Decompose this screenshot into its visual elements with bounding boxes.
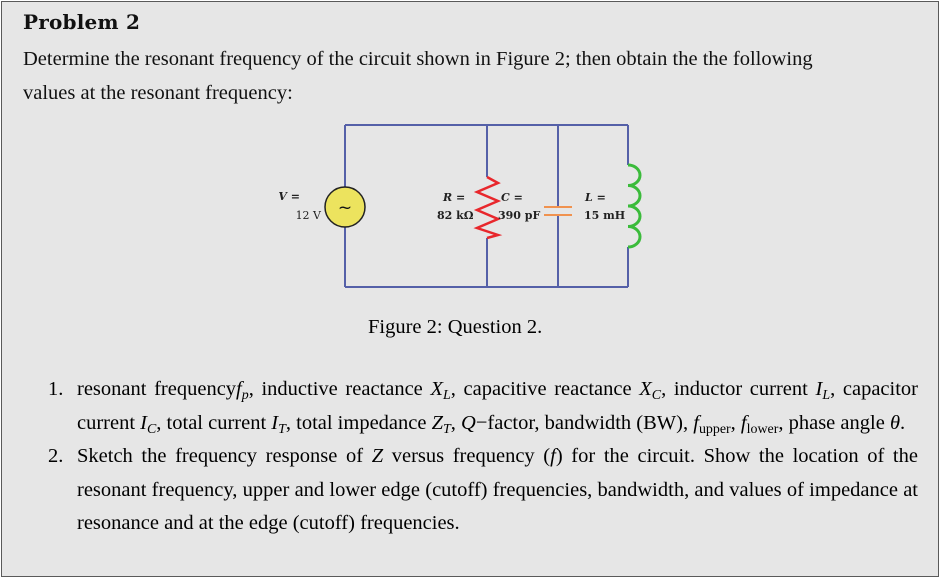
item-text: , inductor current [661, 378, 816, 400]
item-text: , capacitive reactance [450, 378, 640, 400]
item-text: resonant frequency [77, 378, 237, 400]
item-text: −factor, bandwidth (BW), [475, 411, 694, 434]
math-fupper: fupper [693, 411, 731, 437]
ac-source-icon [324, 186, 366, 228]
figure-caption: Figure 2: Question 2. [368, 316, 543, 338]
item-number: 1. [48, 378, 64, 400]
problem-intro: Determine the resonant frequency of the … [23, 42, 923, 110]
inductor-label-var: L = [584, 191, 606, 204]
math-z: Z [371, 445, 384, 467]
math-fp: fp [236, 378, 249, 404]
inductor-value: 15 mH [584, 209, 625, 222]
list-item: 1. resonant frequencyfp, inductive react… [48, 373, 918, 440]
source-label-var: V = [278, 190, 300, 203]
math-q: Q [461, 411, 476, 434]
item-text: , phase angle [778, 411, 890, 434]
item-text: . [900, 411, 906, 434]
item-number: 2. [48, 445, 64, 467]
math-ic: IC [140, 411, 157, 437]
item-text: , total current [156, 411, 272, 434]
ac-source-glyph: ~ [338, 198, 352, 218]
resistor-value: 82 kΩ [437, 209, 474, 222]
problem-title: Problem 2 [23, 10, 141, 34]
math-zt: ZT [431, 411, 451, 437]
intro-line-2: values at the resonant frequency: [23, 82, 293, 104]
item-text: , capacitor current [77, 378, 918, 434]
inductor-icon [627, 163, 642, 249]
math-theta: θ [889, 411, 901, 434]
math-it: IT [271, 411, 286, 437]
item-text: versus frequency ( [383, 445, 551, 467]
item-text: Sketch the frequency response of [77, 445, 372, 467]
math-il: IL [815, 378, 831, 404]
math-f: f [550, 445, 556, 467]
list-item: 2. Sketch the frequency response of Z ve… [48, 440, 918, 541]
item-text: , total impedance [285, 411, 432, 434]
question-list: 1. resonant frequencyfp, inductive react… [48, 373, 918, 541]
math-flower: flower [740, 411, 779, 437]
capacitor-icon [544, 206, 572, 216]
circuit-wires [344, 124, 629, 288]
math-xc: XC [639, 378, 662, 404]
intro-line-1: Determine the resonant frequency of the … [23, 48, 813, 70]
source-value: 12 V [296, 209, 322, 222]
item-text: , [450, 411, 462, 434]
resistor-label-var: R = [442, 191, 465, 204]
math-xl: XL [430, 378, 451, 404]
capacitor-value: 390 pF [498, 209, 540, 222]
item-text: , inductive reactance [248, 378, 431, 400]
item-text: ) for the circuit. Show the location of … [77, 445, 918, 534]
item-text: , [730, 411, 741, 434]
resistor-icon [473, 175, 503, 240]
capacitor-label-var: C = [501, 191, 523, 204]
